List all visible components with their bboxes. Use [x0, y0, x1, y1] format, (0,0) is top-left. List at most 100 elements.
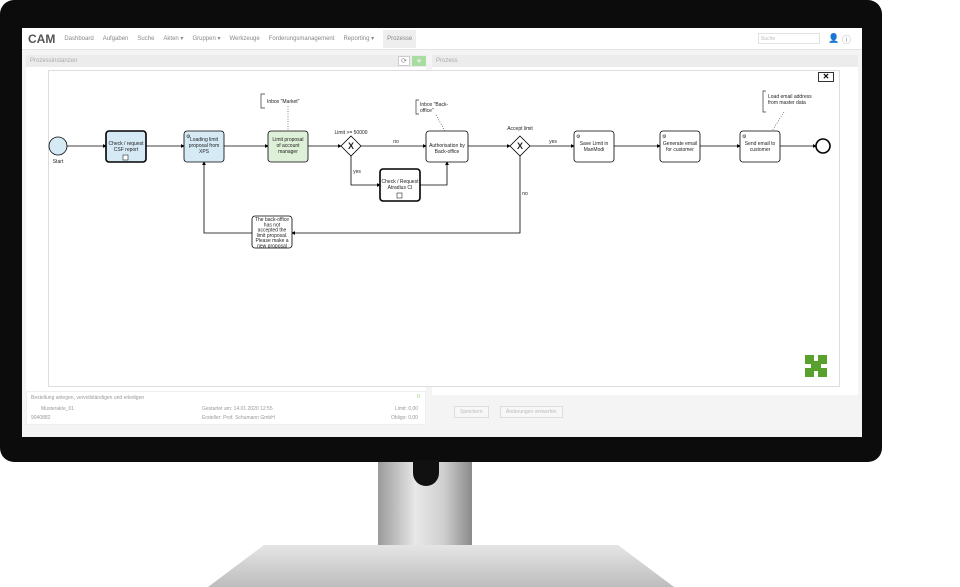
task-label: new proposal [257, 244, 287, 250]
brand-logo [805, 355, 827, 377]
task-generate-email[interactable] [659, 130, 701, 163]
task-label: Authorisation by [429, 143, 465, 149]
help-icon[interactable]: ⓘ [842, 35, 852, 45]
svg-text:Inbox "Back-office": Inbox "Back-office" [420, 102, 449, 114]
task-label: Back-office [435, 149, 460, 155]
top-nav: CAM Dashboard Aufgaben Suche Akten ▾ Gru… [22, 28, 862, 50]
task-label: for customer [666, 147, 694, 153]
app-logo: CAM [28, 31, 56, 46]
task-new-proposal[interactable] [251, 215, 293, 249]
task-label: XPS [199, 149, 210, 155]
gateway-limit[interactable] [340, 135, 362, 157]
annotation-text: Load email address [768, 94, 812, 100]
nav-werkzeuge[interactable]: Werkzeuge [229, 35, 260, 42]
monitor-base [208, 545, 674, 587]
annotation-text: office" [420, 108, 434, 114]
process-card[interactable]: Bestellung anlegen, vervollständigen und… [26, 391, 426, 425]
nav-aufgaben[interactable]: Aufgaben [102, 35, 129, 42]
card-creator: Ersteller: Prof. Schumann GmbH [202, 415, 275, 421]
task-check-csf[interactable] [105, 130, 147, 163]
task-authorisation[interactable] [425, 130, 469, 163]
task-label: Check / request [108, 141, 144, 147]
task-label: Send email to [745, 141, 776, 147]
task-label: Check / Request [382, 179, 420, 185]
flow-label: yes [353, 169, 361, 175]
add-button[interactable]: + [412, 56, 426, 66]
card-number: 9040882 [31, 415, 51, 421]
task-label: accepted the [258, 228, 287, 234]
task-save-limit[interactable] [573, 130, 615, 163]
start-event[interactable] [48, 136, 68, 156]
gateway-label: Accept limit [507, 126, 533, 132]
service-task-icons: ⚙ ⚙ ⚙ ⚙ [186, 134, 747, 140]
task-label: manager [278, 149, 298, 155]
task-label: CSF report [114, 147, 139, 153]
gateway-label: Limit >= 50000 [334, 130, 367, 136]
gear-icon: ⚙ [576, 134, 581, 140]
task-label: The back-office [255, 217, 289, 223]
nav-gruppen[interactable]: Gruppen ▾ [192, 36, 221, 42]
nav-reporting[interactable]: Reporting ▾ [343, 36, 375, 42]
task-label: has not [264, 222, 281, 228]
task-label: Please make a [255, 238, 288, 244]
subprocess-markers [122, 154, 403, 199]
card-badge: 0 [417, 394, 420, 400]
refresh-button[interactable]: ⟳ [398, 56, 410, 66]
nav-prozesse[interactable]: Prozesse [383, 29, 417, 48]
card-limit: Limit: 0,00 [395, 406, 419, 412]
task-label: customer [750, 147, 771, 153]
left-panel-title: Prozessinstanzen [26, 55, 426, 67]
nav-dashboard[interactable]: Dashboard [64, 35, 94, 42]
xor-icon: X [348, 141, 354, 151]
task-label: Atradius CI [388, 185, 413, 191]
task-label: of account [276, 143, 300, 149]
card-akte[interactable]: Musterakte_01 [41, 406, 75, 412]
task-loading-limit[interactable] [183, 130, 225, 163]
user-icon[interactable]: 👤 [828, 33, 840, 43]
task-label: proposal from [189, 143, 220, 149]
task-label: Save Limit in [580, 141, 609, 147]
card-started: Gestartet am: 14.01.2020 12:55 [202, 406, 273, 412]
save-button[interactable]: Speichern [454, 406, 489, 418]
gear-icon: ⚙ [662, 134, 667, 140]
flow-label: no [393, 139, 399, 145]
stand-cable-hole [413, 460, 439, 486]
right-panel-title: Prozess [432, 55, 858, 67]
gear-icon: ⚙ [742, 134, 747, 140]
end-event[interactable] [815, 138, 831, 154]
gateway-accept[interactable] [509, 135, 531, 157]
annotation-text: Inbox "Back- [420, 102, 449, 108]
task-limit-proposal[interactable] [267, 130, 309, 163]
xor-icon: X [517, 141, 523, 151]
close-button[interactable]: ✕ [818, 72, 834, 82]
associations [287, 106, 785, 132]
annotation-text: from master data [768, 100, 806, 106]
nav-forderungsmanagement[interactable]: Forderungsmanagement [268, 35, 335, 42]
nav-suche[interactable]: Suche [137, 35, 155, 42]
task-label: Limit proposal [272, 137, 303, 143]
discard-changes-button[interactable]: Änderungen verwerfen [500, 406, 563, 418]
task-check-atradius[interactable] [379, 168, 421, 202]
annotation-inbox-market: Inbox "Market" [267, 99, 300, 105]
card-title: Bestellung anlegen, vervollständigen und… [31, 395, 145, 401]
sequence-flows [67, 144, 817, 235]
nav-akten[interactable]: Akten ▾ [163, 36, 184, 42]
task-send-email[interactable] [739, 130, 781, 163]
start-label: Start [53, 159, 64, 165]
task-label: limit proposal. [257, 233, 288, 239]
task-label: Loading limit [190, 137, 219, 143]
card-obligo: Obligo: 0,00 [391, 415, 418, 421]
annotation-brackets [260, 90, 766, 115]
flow-label: yes [549, 139, 557, 145]
search-input[interactable]: Suche [758, 33, 820, 44]
